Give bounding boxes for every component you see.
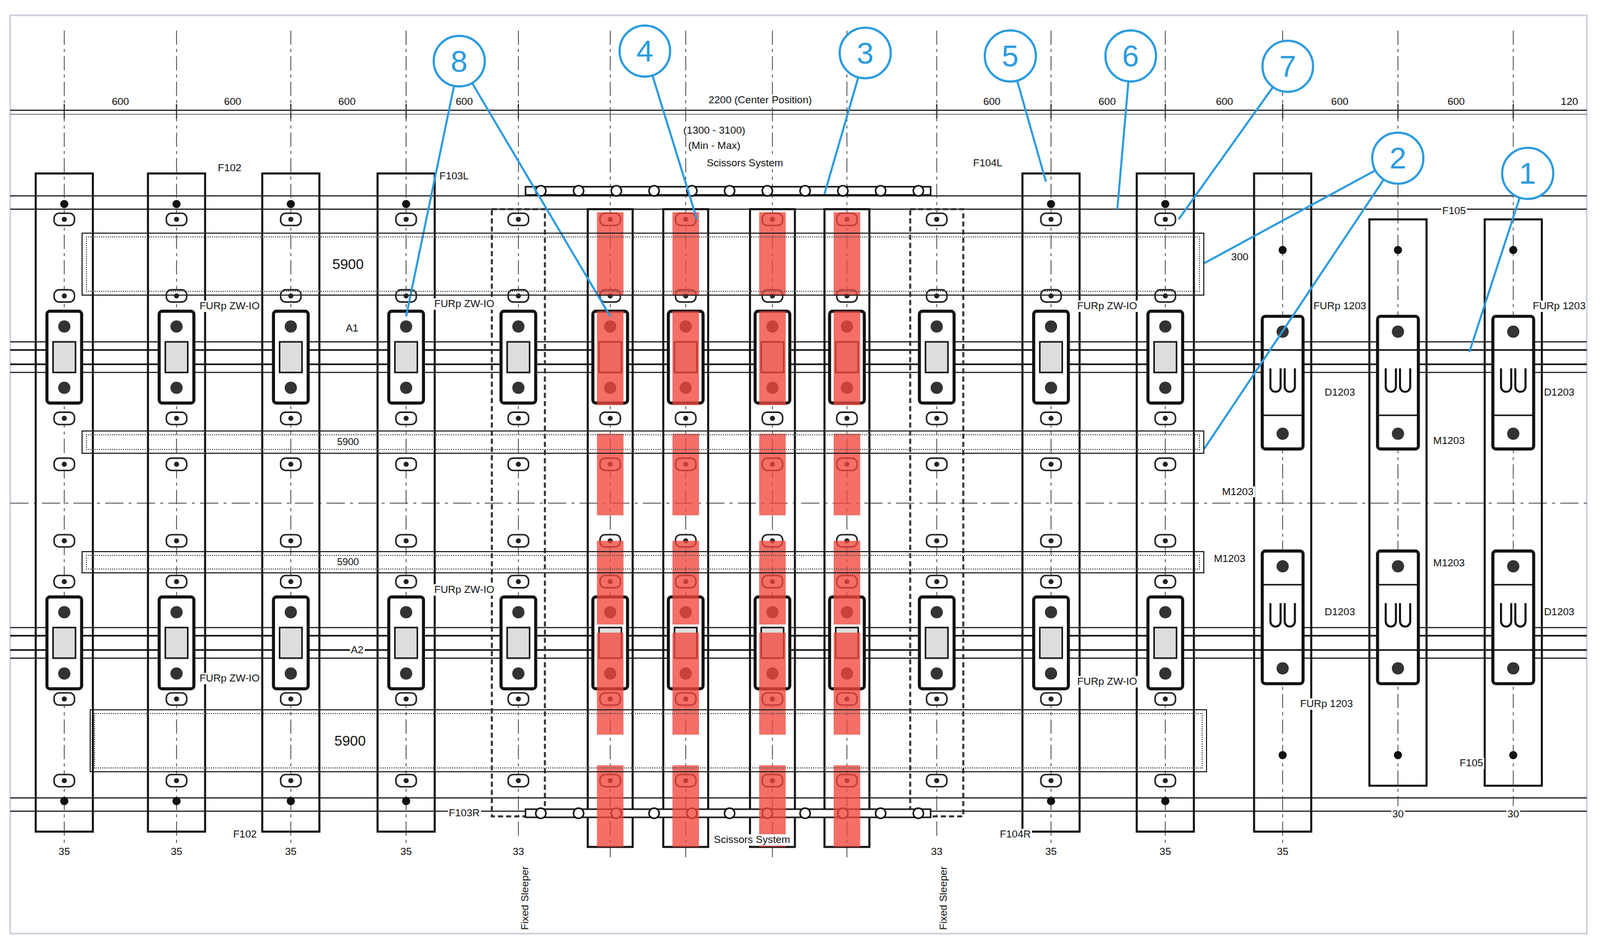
drawing-label: FURp ZW-IO: [433, 298, 496, 310]
drawing-label: D1203: [1542, 386, 1576, 399]
drawing-label: 300: [1229, 251, 1250, 264]
drawing-label: 600: [1097, 96, 1117, 108]
drawing-label: F105: [1441, 205, 1467, 217]
drawing-label: F102: [232, 828, 258, 841]
drawing-label: 600: [982, 96, 1002, 108]
callout-circle: 8: [432, 34, 486, 89]
callout-circle: 7: [1261, 39, 1315, 93]
dimension-band: 5900: [89, 709, 1208, 773]
drawing-label: 35: [399, 846, 414, 858]
drawing-label: 35: [284, 846, 298, 858]
drawing-label: F103L: [438, 170, 471, 183]
drawing-label: F104L: [972, 157, 1004, 170]
band-length: 5900: [333, 733, 367, 749]
drawing-label: 35: [169, 846, 184, 858]
drawing-label: M1203: [1220, 486, 1255, 498]
drawing-label: 600: [222, 96, 243, 108]
drawing-label: D1203: [1323, 386, 1356, 399]
drawing-label: F105: [1458, 757, 1485, 770]
drawing-label: 30: [1506, 808, 1521, 821]
drawing-label: M1203: [1212, 553, 1247, 565]
drawing-label: FURp ZW-IO: [198, 300, 261, 312]
drawing-label: 600: [454, 96, 474, 108]
drawing-label: 35: [1276, 846, 1290, 858]
drawing-label: 600: [1214, 96, 1235, 108]
drawing-label: F103R: [447, 807, 481, 820]
drawing-label: FURp ZW-IO: [1076, 300, 1139, 312]
drawing-label: FURp ZW-IO: [1076, 676, 1139, 688]
callout-number: 7: [1279, 51, 1297, 82]
callout-circle: 1: [1501, 146, 1555, 200]
drawing-label: 30: [1391, 808, 1405, 821]
band-length: 5900: [335, 557, 360, 568]
drawing-label: F104R: [998, 828, 1033, 841]
band-dotted-outline: [85, 236, 1200, 292]
drawing-label: D1203: [1323, 606, 1356, 618]
drawing-label: FURp 1203: [1312, 300, 1368, 312]
callout-number: 1: [1519, 158, 1536, 189]
callout-circle: 5: [983, 29, 1037, 83]
drawing-label: (1300 - 3100): [682, 125, 747, 137]
drawing-label: M1203: [1432, 435, 1466, 447]
drawing-label: 600: [110, 96, 131, 108]
drawing-label: (Min - Max): [686, 140, 742, 152]
drawing-label: FURp 1203: [1298, 698, 1354, 710]
callout-circle: 3: [838, 26, 892, 80]
drawing-label: Scissors System: [713, 834, 792, 846]
drawing-label: Fixed Sleeper: [519, 865, 531, 931]
drawing-label: 600: [1329, 96, 1350, 108]
callout-number: 6: [1122, 40, 1140, 72]
drawing-label: 2200 (Center Position): [707, 94, 814, 106]
drawing-label: 35: [1158, 846, 1173, 858]
callout-circle: 6: [1104, 29, 1158, 83]
drawing-label: Scissors System: [705, 157, 784, 170]
drawing-label: 35: [57, 846, 72, 858]
band-dotted-outline: [85, 554, 1200, 570]
drawing-label: 600: [337, 96, 358, 108]
drawing-label: A2: [350, 644, 365, 656]
drawing-label: 33: [929, 846, 944, 858]
drawing-label: A1: [344, 322, 360, 335]
drawing-label: FURp ZW-IO: [433, 584, 496, 596]
dimension-band: 5900: [81, 232, 1204, 296]
band-dotted-outline: [85, 434, 1200, 450]
callout-number: 3: [857, 38, 874, 69]
callout-number: 8: [450, 46, 468, 77]
drawing-label: 120: [1559, 96, 1580, 108]
drawing-label: Fixed Sleeper: [938, 865, 950, 931]
drawing-label: F102: [216, 162, 243, 174]
band-dotted-outline: [94, 713, 1203, 769]
dimension-band: 5900: [81, 430, 1204, 454]
drawing-label: M1203: [1432, 557, 1466, 570]
band-length: 5900: [330, 256, 365, 273]
drawing-label: 35: [1044, 846, 1058, 858]
drawing-label: FURp 1203: [1531, 300, 1587, 312]
callout-circle: 4: [618, 24, 672, 78]
callout-number: 4: [636, 35, 654, 67]
drawing-label: 600: [1446, 96, 1466, 108]
dimension-band: 5900: [81, 551, 1204, 574]
drawing-label: FURp ZW-IO: [198, 672, 261, 685]
callout-number: 2: [1389, 142, 1407, 174]
drawing-label: D1203: [1542, 606, 1576, 618]
callout-number: 5: [1001, 40, 1019, 72]
drawing-label: 33: [511, 846, 525, 858]
callout-circle: 2: [1371, 131, 1425, 185]
band-length: 5900: [335, 436, 360, 448]
